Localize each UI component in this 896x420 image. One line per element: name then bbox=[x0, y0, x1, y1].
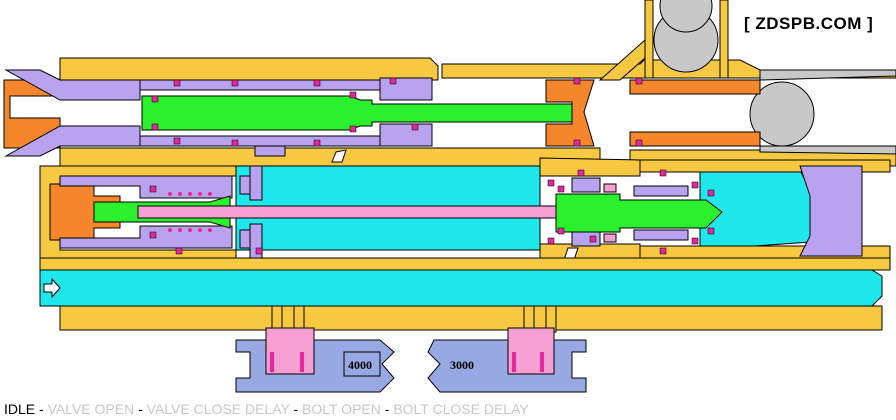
lower-air-channel bbox=[39, 257, 891, 331]
spring-coils bbox=[168, 192, 212, 232]
main-chamber bbox=[39, 157, 891, 259]
paintball-group bbox=[653, 0, 815, 147]
gauge-right bbox=[427, 327, 587, 393]
state-separator: - bbox=[380, 401, 394, 417]
paintball bbox=[659, 0, 713, 33]
state-valve-open: VALVE OPEN bbox=[47, 401, 135, 417]
o-rings bbox=[149, 77, 715, 255]
air-inlet-arrow-icon bbox=[43, 277, 61, 299]
state-sequence: IDLE - VALVE OPEN - VALVE CLOSE DELAY - … bbox=[4, 401, 529, 417]
regulator-ports bbox=[271, 305, 557, 333]
feed-neck bbox=[598, 0, 729, 81]
upper-bolt-assembly bbox=[3, 69, 595, 163]
gauge-left bbox=[235, 327, 395, 393]
gauge-right-value: 3000 bbox=[450, 358, 474, 372]
state-separator: - bbox=[289, 401, 303, 417]
state-bolt-open: BOLT OPEN bbox=[302, 401, 381, 417]
site-watermark: [ ZDSPB.COM ] bbox=[744, 14, 874, 33]
state-separator: - bbox=[134, 401, 147, 417]
state-bolt-close-delay: BOLT CLOSE DELAY bbox=[393, 401, 529, 417]
barrel bbox=[629, 69, 896, 155]
gauge-left-value: 4000 bbox=[348, 358, 372, 372]
state-valve-close-delay: VALVE CLOSE DELAY bbox=[146, 401, 290, 417]
state-idle: IDLE bbox=[4, 401, 36, 417]
state-separator: - bbox=[35, 401, 48, 417]
